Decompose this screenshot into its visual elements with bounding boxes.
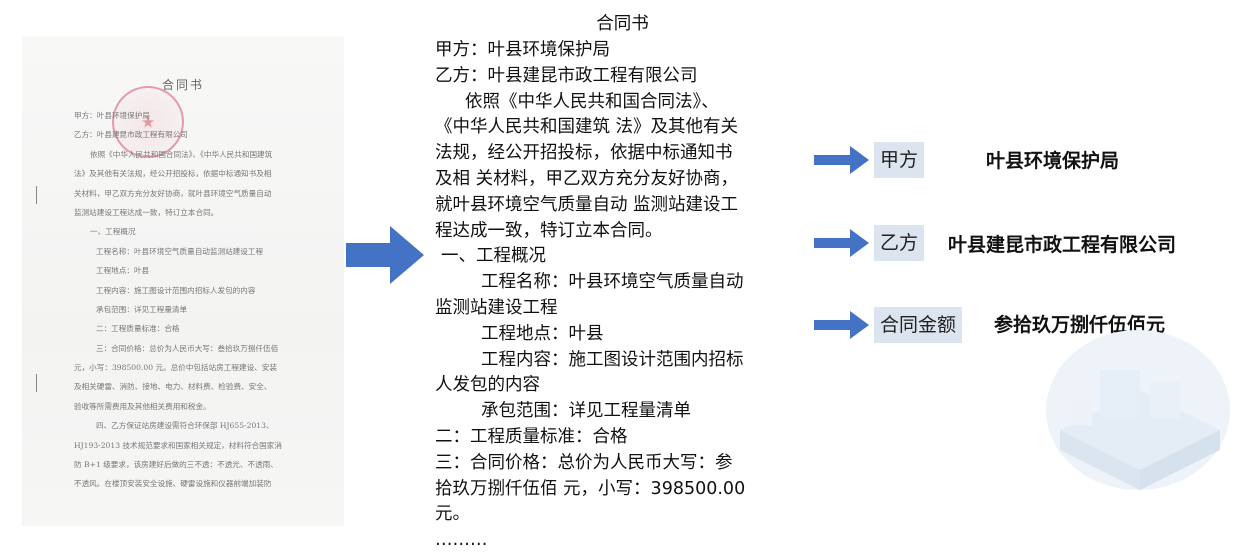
field-party-b: 乙方 <box>814 224 925 262</box>
arrow-right-icon <box>814 311 869 339</box>
transcript-line: 法规，经公开招投标，依据中标通知书 <box>435 143 733 164</box>
field-label: 乙方 <box>874 225 925 261</box>
field-value-party-a: 叶县环境保护局 <box>986 150 1120 172</box>
transcript-line: 依照《中华人民共和国合同法》、 <box>465 91 719 112</box>
transcript-line: 拾玖万捌仟伍佰 元，小写：398500.00 <box>435 478 746 499</box>
big-arrow-right-icon <box>346 226 424 284</box>
scan-line: 依照《中华人民共和国合同法》、《中华人民共和国建筑 <box>90 149 273 159</box>
transcript-line: 工程地点：叶县 <box>481 323 604 344</box>
field-value-party-b: 叶县建昆市政工程有限公司 <box>948 234 1177 256</box>
scan-line: 工程地点：叶县 <box>96 266 150 276</box>
transcript-line: 工程名称：叶县环境空气质量自动 <box>481 272 744 293</box>
red-seal-stamp: ★ <box>112 86 184 158</box>
transcript-title: 合同书 <box>596 14 649 34</box>
scan-line: 防 B+1 级要求，该房建好后做的三不透：不透光、不透雨、 <box>74 460 278 470</box>
transcript-line: 承包范围：详见工程量清单 <box>481 401 691 422</box>
transcript-line: 乙方：叶县建昆市政工程有限公司 <box>435 65 698 86</box>
scan-line: 不透风。在楼顶安装安全设施、硬雷设施和仪器前端加装防 <box>74 479 272 489</box>
seal-star-icon: ★ <box>140 112 156 132</box>
scan-line: 元，小写：398500.00 元。总价中包括站房工程建设、安装 <box>74 363 277 373</box>
scan-line: 法》及其他有关法规，经公开招投标，依据中标通知书及相 <box>74 169 272 179</box>
scan-margin-mark <box>36 186 37 204</box>
transcript-line: 甲方：叶县环境保护局 <box>435 40 610 60</box>
field-label: 甲方 <box>874 142 925 178</box>
field-value-contract-amount: 参拾玖万捌仟伍佰元 <box>994 314 1166 336</box>
transcript-line: ……… <box>435 530 488 551</box>
transcript-line: 《中华人民共和国建筑 法》及其他有关 <box>435 117 739 138</box>
transcript-line: 工程内容：施工图设计范围内招标 <box>481 349 744 370</box>
scan-line: 验收等所需费用及其他相关费用和税金。 <box>74 401 211 411</box>
transcript-line: 元。 <box>435 504 470 525</box>
transcript-line: 监测站建设工程 <box>435 297 558 318</box>
scan-line: 及相关硬雷、消防、接地、电力、材料费、检验费、安全、 <box>74 382 272 392</box>
scan-title: 合同书 <box>161 78 204 92</box>
scan-line: 一、工程概况 <box>90 227 136 237</box>
scan-line: 三：合同价格：总价为人民币大写：叁拾玖万捌仟伍佰 <box>96 343 279 353</box>
transcript-line: 三：合同价格：总价为人民币大写：参 <box>435 452 733 473</box>
scan-line: 甲方：叶县环境保护局 <box>74 111 150 120</box>
scan-line: 关材料，甲乙双方充分友好协商，就叶县环境空气质量自动 <box>74 188 272 198</box>
field-contract-amount: 合同金额 <box>814 306 963 344</box>
decorative-illustration <box>1046 330 1230 490</box>
arrow-right-icon <box>814 229 869 257</box>
scan-line: 监测站建设工程达成一致，特订立本合同。 <box>74 207 219 217</box>
scan-line: 二：工程质量标准：合格 <box>96 324 180 334</box>
scan-line: 四、乙方保证站房建设需符合环保部 HJ655-2013、 <box>96 421 274 431</box>
arrow-right-icon <box>814 146 869 174</box>
scan-body: 甲方：叶县环境保护局 乙方：叶县建昆市政工程有限公司 依照《中华人民共和国合同法… <box>74 106 336 494</box>
transcript-line: 就叶县环境空气质量自动 监测站建设工 <box>435 194 739 215</box>
scan-line: 乙方：叶县建昆市政工程有限公司 <box>74 130 188 140</box>
transcript-line: 人发包的内容 <box>435 375 540 396</box>
scanned-contract-image: ★ 合同书 甲方：叶县环境保护局 乙方：叶县建昆市政工程有限公司 依照《中华人民… <box>22 36 344 526</box>
field-label: 合同金额 <box>874 307 963 343</box>
scan-line: HJ193-2013 技术规范要求和国家相关规定，材料符合国家消 <box>74 440 282 450</box>
transcript-line: 及相 关材料，甲乙双方充分友好协商， <box>435 168 739 189</box>
scan-line: 工程内容：施工图设计范围内招标人发包的内容 <box>96 285 256 295</box>
scan-line: 工程名称：叶县环境空气质量自动监测站建设工程 <box>96 246 264 256</box>
transcript-line: 二：工程质量标准：合格 <box>435 426 628 447</box>
transcript-line: 程达成一致，特订立本合同。 <box>435 220 663 241</box>
scan-line: 承包范围：详见工程量清单 <box>96 304 188 314</box>
transcript-line: 一、工程概况 <box>441 246 546 267</box>
field-party-a: 甲方 <box>814 141 925 179</box>
scan-margin-mark <box>36 374 37 392</box>
transcription-text: 合同书 甲方：叶县环境保护局 乙方：叶县建昆市政工程有限公司 依照《中华人民共和… <box>435 10 810 554</box>
